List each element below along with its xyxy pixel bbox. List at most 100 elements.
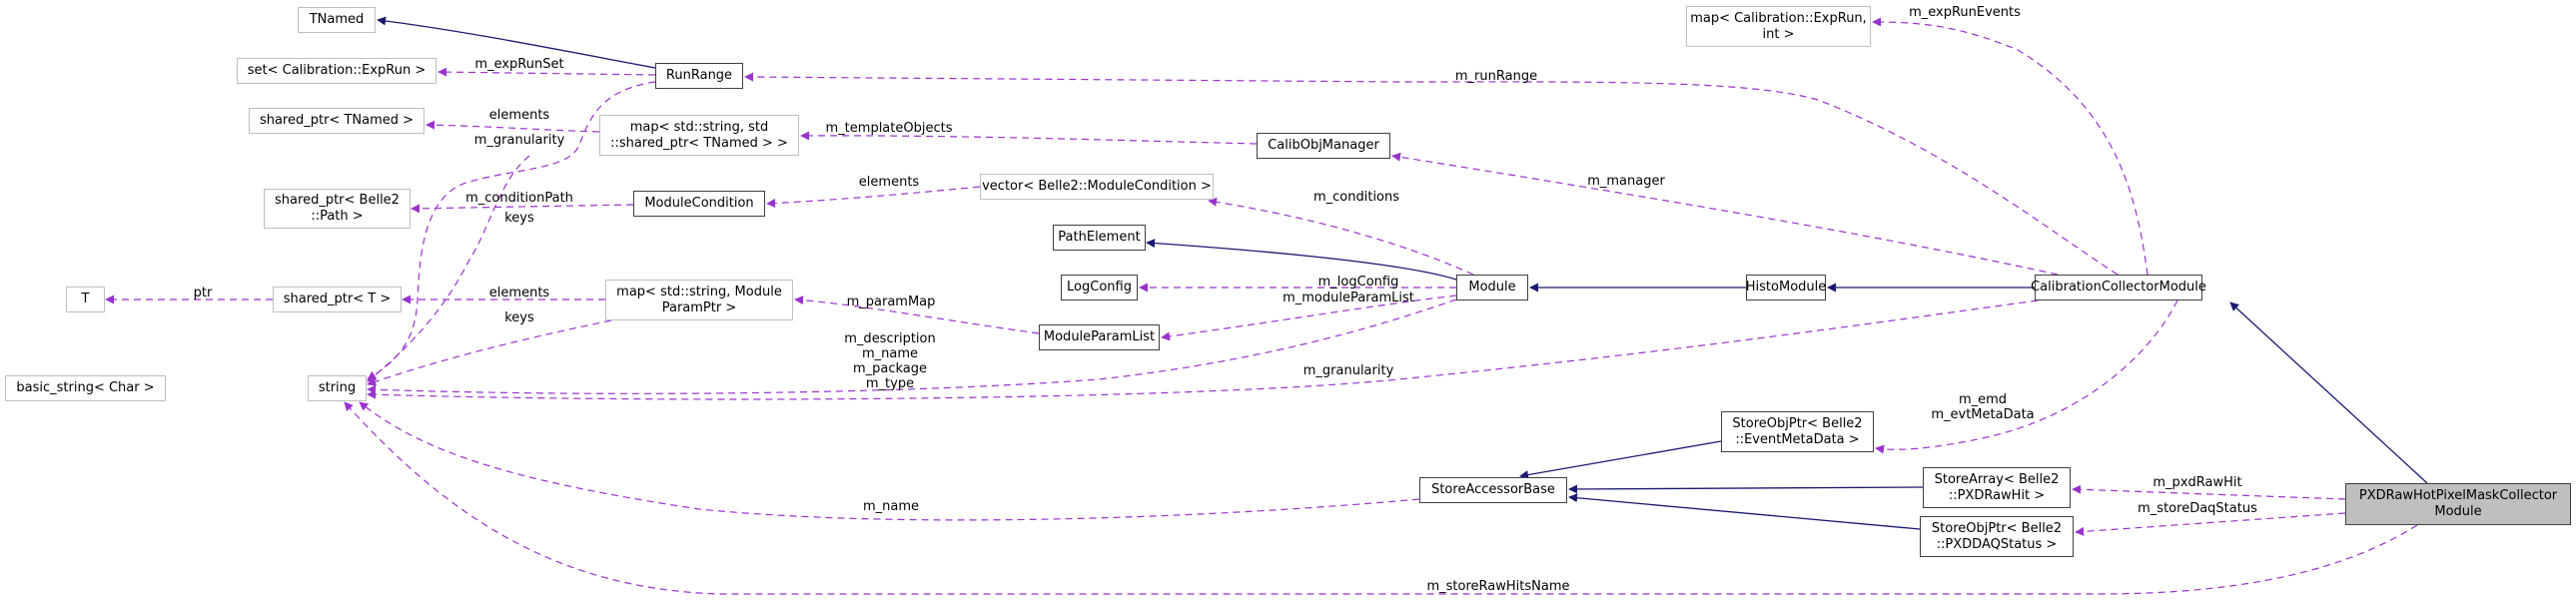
class-node-basicString[interactable]: basic_string< Char > <box>5 375 166 401</box>
class-node-Focus: PXDRawHotPixelMaskCollector Module <box>2345 483 2571 525</box>
usage-edge-Module-to-vectorCond <box>1208 197 1474 276</box>
class-node-label: string <box>318 380 357 395</box>
class-node-string[interactable]: string <box>308 375 367 401</box>
class-node-label: set< Calibration::ExpRun > <box>247 63 427 78</box>
edge-label: m_granularity <box>473 133 565 148</box>
class-node-setExpRun[interactable]: set< Calibration::ExpRun > <box>237 58 436 84</box>
usage-edge-Module-to-ModuleParamList <box>1161 295 1457 341</box>
inheritance-edges <box>377 16 2428 530</box>
class-node-ModuleCondition[interactable]: ModuleCondition <box>633 191 765 217</box>
usage-edge-Focus-to-StoreObjDAQ <box>2075 512 2346 536</box>
edge-label: m_pxdRawHit <box>2152 475 2242 490</box>
edge-label: m_expRunSet <box>474 57 564 72</box>
class-node-T[interactable]: T <box>66 287 105 312</box>
usage-edge-mapParam-to-string <box>367 319 612 386</box>
class-node-mapTemplate[interactable]: map< std::string, std ::shared_ptr< TNam… <box>599 115 799 156</box>
class-node-label: basic_string< Char > <box>16 380 155 395</box>
usage-edge-ModuleCondition-to-sharedPath <box>411 204 634 214</box>
edge-label: m_description m_name m_package m_type <box>844 331 936 391</box>
inheritance-edge-StoreObjDAQ-to-StoreAccessorBase <box>1568 493 1921 530</box>
inheritance-edge-RunRange-to-TNamed <box>377 16 656 69</box>
class-node-label: StoreObjPtr< Belle2 ::PXDDAQStatus > <box>1931 520 2063 552</box>
usage-edge-StoreAccessorBase-to-string <box>359 401 1420 521</box>
class-node-RunRange[interactable]: RunRange <box>655 63 743 89</box>
class-node-StoreObjDAQ[interactable]: StoreObjPtr< Belle2 ::PXDDAQStatus > <box>1920 516 2074 557</box>
edge-label: m_name <box>862 499 920 514</box>
class-node-label: map< Calibration::ExpRun, int > <box>1690 10 1867 42</box>
edge-label: elements <box>858 175 920 190</box>
class-node-vectorCond[interactable]: vector< Belle2::ModuleCondition > <box>980 174 1214 200</box>
class-node-TNamed[interactable]: TNamed <box>298 7 376 33</box>
class-node-HistoModule[interactable]: HistoModule <box>1746 275 1826 300</box>
class-node-mapParam[interactable]: map< std::string, Module ParamPtr > <box>605 280 793 320</box>
edge-label: m_runRange <box>1454 69 1538 84</box>
usage-edge-mapTemplate-to-sharedTNamed <box>426 120 600 133</box>
edge-label: m_granularity <box>1302 363 1394 378</box>
class-node-mapExpRun[interactable]: map< Calibration::ExpRun, int > <box>1686 6 1871 47</box>
class-node-PathElement[interactable]: PathElement <box>1053 225 1146 251</box>
edge-label: m_emd m_evtMetaData <box>1931 392 2035 422</box>
class-node-label: StoreArray< Belle2 ::PXDRawHit > <box>1934 471 2060 503</box>
inheritance-edge-Module-to-PathElement <box>1146 239 1457 281</box>
class-node-sharedTNamed[interactable]: shared_ptr< TNamed > <box>249 108 425 134</box>
edge-label: m_moduleParamList <box>1283 291 1414 305</box>
usage-edge-vectorCond-to-ModuleCondition <box>766 186 981 209</box>
class-node-LogConfig[interactable]: LogConfig <box>1061 275 1138 300</box>
class-node-label: HistoModule <box>1745 280 1827 295</box>
edge-label: m_paramMap <box>846 295 936 309</box>
edge-label: m_conditions <box>1312 190 1400 205</box>
class-node-label: PathElement <box>1058 230 1141 245</box>
class-node-label: shared_ptr< T > <box>283 292 392 306</box>
inheritance-edge-StoreArrayRaw-to-StoreAccessorBase <box>1568 484 1924 494</box>
usage-edge-CalibCollector-to-mapExpRun <box>1872 17 2148 276</box>
class-node-StoreObjEMD[interactable]: StoreObjPtr< Belle2 ::EventMetaData > <box>1721 411 1874 452</box>
class-node-label: TNamed <box>309 12 365 27</box>
class-node-label: vector< Belle2::ModuleCondition > <box>982 179 1212 194</box>
class-node-label: PXDRawHotPixelMaskCollector Module <box>2358 488 2558 519</box>
usage-edge-ModuleParamList-to-mapParam <box>794 296 1040 334</box>
class-node-label: map< std::string, Module ParamPtr > <box>616 284 782 315</box>
class-node-label: StoreObjPtr< Belle2 ::EventMetaData > <box>1732 415 1863 447</box>
class-node-label: shared_ptr< TNamed > <box>259 113 415 128</box>
class-node-label: map< std::string, std ::shared_ptr< TNam… <box>610 119 788 151</box>
usage-edge-CalibCollector-to-string <box>367 300 2039 400</box>
usage-edge-Focus-to-string <box>344 401 2418 595</box>
edge-label: ptr <box>193 286 213 300</box>
class-node-label: shared_ptr< Belle2 ::Path > <box>275 193 400 224</box>
class-node-label: RunRange <box>665 68 733 83</box>
class-node-label: LogConfig <box>1067 280 1132 295</box>
class-node-sharedPath[interactable]: shared_ptr< Belle2 ::Path > <box>264 189 411 229</box>
usage-edge-CalibCollector-to-CalibObjManager <box>1391 152 2059 276</box>
usage-edge-RunRange-to-setExpRun <box>437 67 656 77</box>
class-node-StoreAccessorBase[interactable]: StoreAccessorBase <box>1419 477 1567 503</box>
class-node-label: ModuleCondition <box>644 196 754 211</box>
class-node-sharedT[interactable]: shared_ptr< T > <box>273 287 402 312</box>
edge-label: m_conditionPath <box>465 191 573 206</box>
class-node-StoreArrayRaw[interactable]: StoreArray< Belle2 ::PXDRawHit > <box>1923 467 2071 508</box>
edge-label: m_logConfig <box>1317 275 1399 290</box>
usage-edge-Module-to-string <box>367 299 1457 394</box>
edge-label: m_storeRawHitsName <box>1426 579 1570 594</box>
class-node-CalibObjManager[interactable]: CalibObjManager <box>1257 133 1390 159</box>
class-node-Module[interactable]: Module <box>1456 275 1528 300</box>
class-node-label: T <box>81 292 90 306</box>
edge-label: elements <box>488 286 550 300</box>
inheritance-edge-StoreObjEMD-to-StoreAccessorBase <box>1519 440 1722 480</box>
edge-label: elements <box>488 108 550 123</box>
edge-label: keys <box>504 310 534 325</box>
class-node-label: Module <box>1468 280 1516 295</box>
edge-label: m_expRunEvents <box>1909 5 2021 20</box>
class-node-label: CalibObjManager <box>1268 138 1379 153</box>
class-node-label: CalibrationCollectorModule <box>2031 280 2206 295</box>
usage-edge-CalibObjManager-to-mapTemplate <box>800 131 1258 145</box>
edge-label: keys <box>504 211 534 226</box>
usage-edge-mapTemplate-to-string <box>367 155 530 382</box>
edge-label: m_manager <box>1587 174 1665 189</box>
usage-edge-RunRange-to-string <box>367 81 656 380</box>
class-node-label: ModuleParamList <box>1043 329 1156 344</box>
class-node-CalibCollector[interactable]: CalibrationCollectorModule <box>2031 275 2206 300</box>
class-node-ModuleParamList[interactable]: ModuleParamList <box>1039 324 1160 350</box>
class-node-label: StoreAccessorBase <box>1431 482 1555 497</box>
edge-label: m_storeDaqStatus <box>2138 501 2257 516</box>
